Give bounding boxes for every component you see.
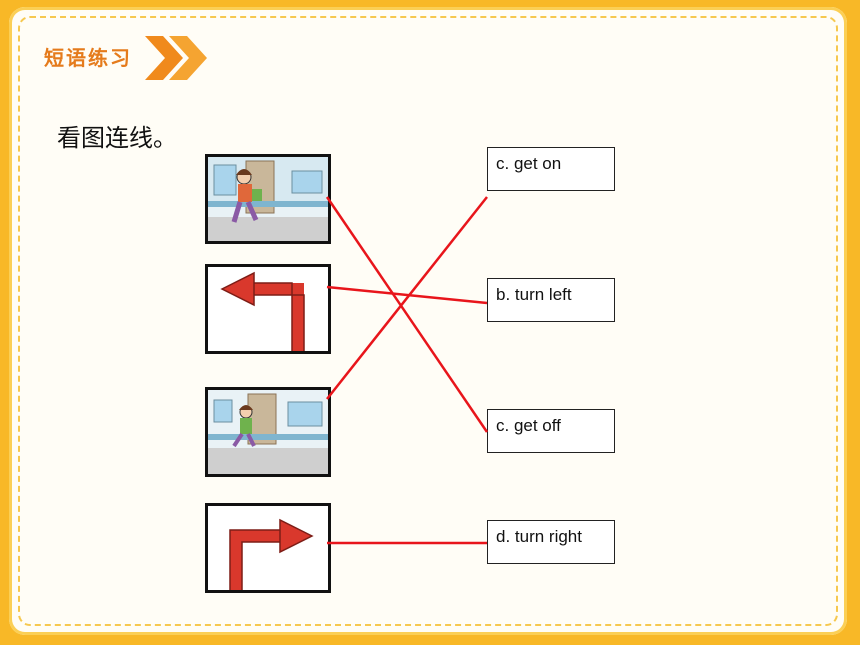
picture-get-off[interactable]: [205, 154, 331, 244]
answer-turn-left[interactable]: b. turn left: [487, 278, 615, 322]
answer-get-off[interactable]: c. get off: [487, 409, 615, 453]
picture-turn-right[interactable]: [205, 503, 331, 593]
double-chevron-right-icon: [145, 36, 207, 80]
answer-get-on[interactable]: c. get on: [487, 147, 615, 191]
girl-stepping-off-train-icon: [208, 157, 328, 241]
turn-right-arrow-icon: [229, 518, 314, 590]
girl-boarding-train-icon: [208, 390, 328, 474]
turn-left-arrow-icon: [220, 271, 305, 351]
slide-panel: [9, 7, 847, 635]
picture-turn-left[interactable]: [205, 264, 331, 354]
answer-turn-right[interactable]: d. turn right: [487, 520, 615, 564]
picture-get-on[interactable]: [205, 387, 331, 477]
section-title: 短语练习: [44, 46, 132, 70]
instruction-text: 看图连线。: [57, 124, 177, 152]
